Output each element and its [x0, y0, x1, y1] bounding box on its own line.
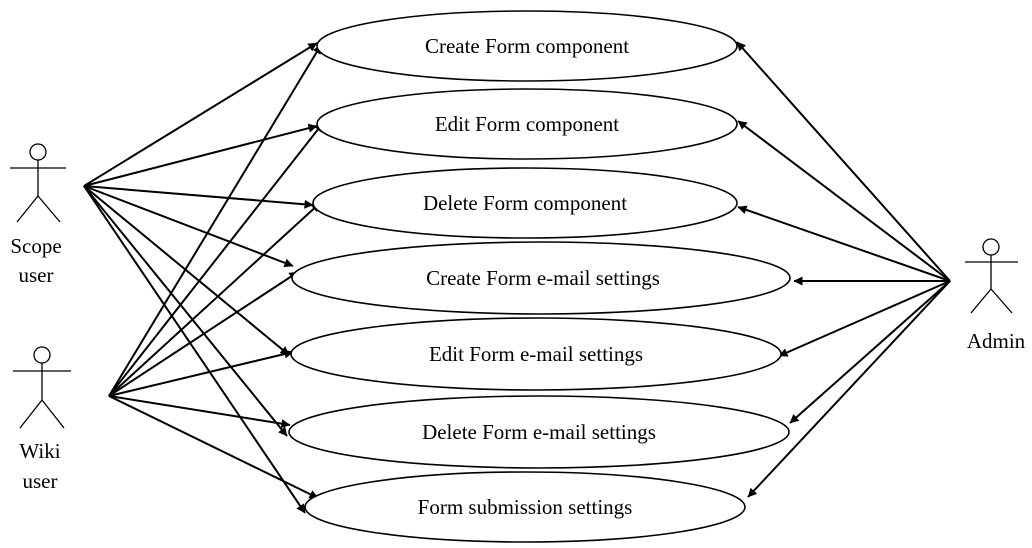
use-case-label: Create Form e-mail settings [426, 266, 660, 290]
use-case-label: Edit Form e-mail settings [429, 342, 643, 366]
actor-label: Scope [10, 234, 61, 258]
association-arrow [83, 185, 314, 209]
association-arrow [778, 280, 951, 357]
use-case-delete-form-email-settings[interactable]: Delete Form e-mail settings [288, 395, 790, 469]
actor-admin[interactable]: Admin [965, 238, 1026, 353]
use-case-label: Delete Form component [423, 191, 627, 215]
association-arrow [737, 120, 951, 282]
associations [83, 41, 951, 514]
use-case-edit-form-component[interactable]: Edit Form component [316, 88, 738, 160]
association-arrow [83, 123, 318, 187]
association-arrow [108, 44, 322, 397]
association-arrow [83, 185, 288, 437]
use-case-label: Create Form component [425, 34, 629, 58]
use-case-edit-form-email-settings[interactable]: Edit Form e-mail settings [290, 317, 782, 391]
use-case-label: Form submission settings [418, 495, 633, 519]
use-case-label: Delete Form e-mail settings [422, 420, 656, 444]
association-arrow [83, 42, 318, 187]
association-arrow [83, 185, 306, 514]
association-arrow [789, 280, 951, 424]
use-case-create-form-component[interactable]: Create Form component [316, 10, 738, 82]
association-arrow [737, 205, 951, 282]
association-arrow [747, 280, 951, 498]
actor-label: user [19, 263, 54, 287]
association-arrow [736, 41, 951, 282]
actor-head-icon [29, 143, 47, 161]
actor-scope-user[interactable]: Scope user [10, 143, 66, 287]
use-case-form-submission-settings[interactable]: Form submission settings [304, 471, 746, 543]
association-arrow [108, 271, 299, 397]
association-arrow [108, 395, 319, 499]
actor-head-icon [982, 238, 1000, 256]
association-arrow [108, 122, 324, 397]
actor-head-icon [33, 346, 51, 364]
association-arrow [83, 185, 294, 268]
actor-label: Wiki [19, 439, 60, 463]
actor-label: Admin [967, 329, 1026, 353]
actor-label: user [23, 469, 58, 493]
use-case-label: Edit Form component [435, 112, 619, 136]
association-arrow [83, 185, 290, 356]
association-arrow [108, 349, 294, 397]
use-case-delete-form-component[interactable]: Delete Form component [312, 167, 738, 239]
actor-wiki-user[interactable]: Wiki user [13, 346, 71, 493]
use-case-create-form-email-settings[interactable]: Create Form e-mail settings [291, 241, 791, 315]
association-arrow [108, 202, 321, 397]
association-arrow [108, 395, 291, 429]
